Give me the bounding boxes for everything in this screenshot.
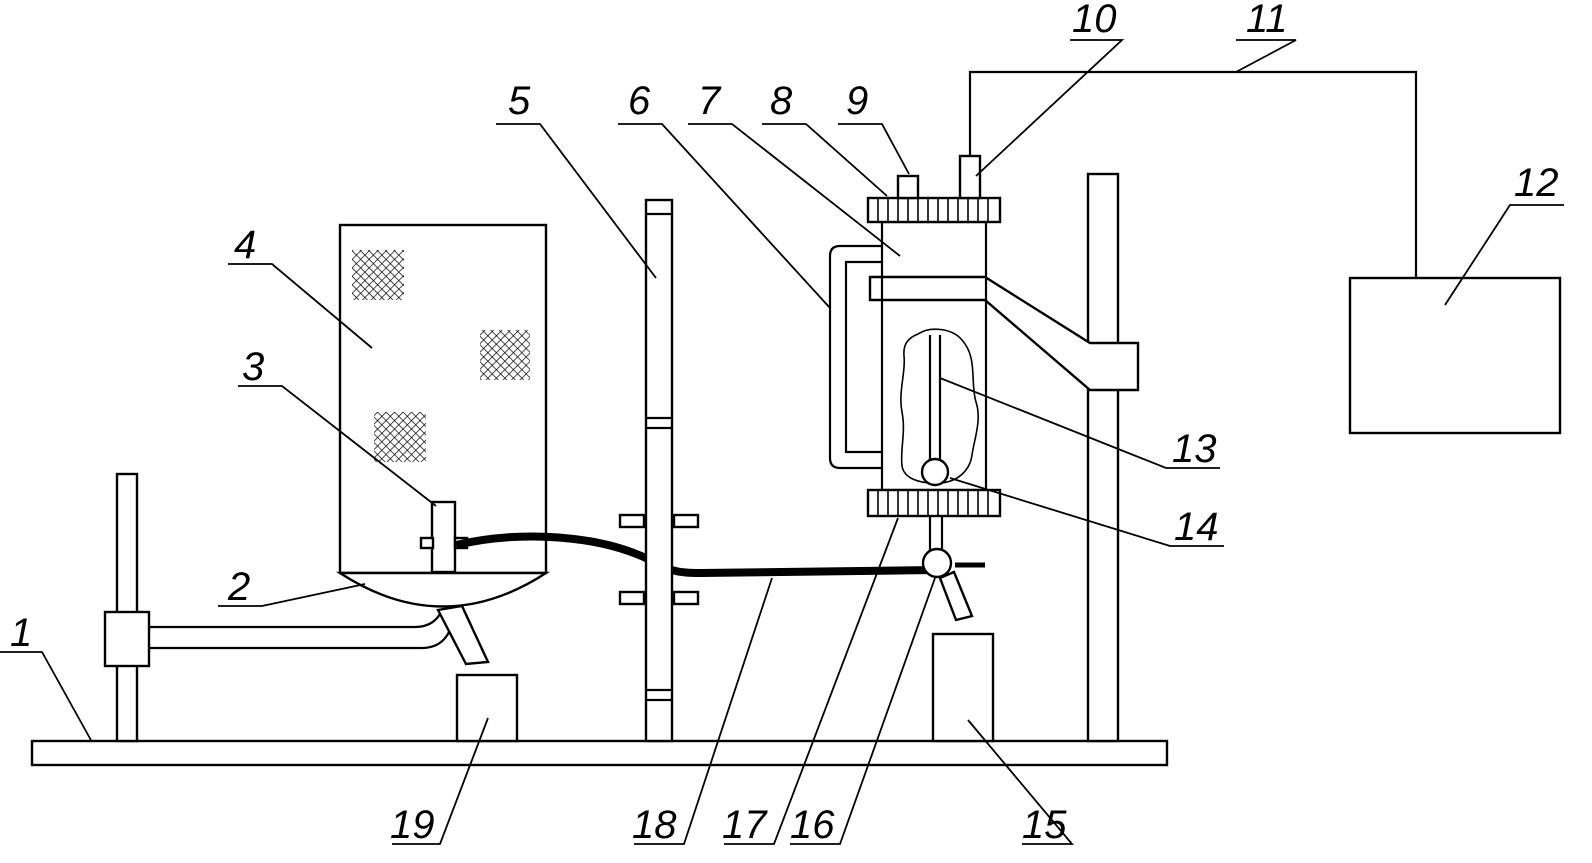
flexible-hose: [455, 532, 936, 578]
valve: [921, 516, 974, 622]
leader-lines: [0, 39, 1564, 845]
label-15: 15: [1022, 803, 1067, 847]
label-1: 1: [10, 611, 32, 655]
label-19: 19: [390, 803, 435, 847]
hopper-tank: [335, 223, 551, 666]
label-13: 13: [1172, 427, 1217, 471]
texture-patch-2: [480, 330, 530, 380]
side-tube: [828, 244, 882, 470]
label-6: 6: [628, 79, 651, 123]
label-16: 16: [790, 803, 835, 847]
recorder-box: [1348, 276, 1562, 435]
texture-patch-3: [374, 412, 426, 462]
label-11: 11: [1246, 0, 1288, 41]
base-plate: [30, 739, 1169, 767]
conical-bottom: [335, 571, 551, 608]
left-stand: [103, 472, 452, 743]
label-5: 5: [508, 79, 531, 123]
part-labels: 1 2 3 4 5 6 7 8 9 10 11 12 13 14 15 16 1…: [10, 0, 1559, 847]
label-10: 10: [1072, 0, 1117, 41]
label-18: 18: [632, 803, 677, 847]
bottom-flange: [866, 488, 1002, 518]
right-collector: [931, 632, 995, 743]
left-collector: [455, 673, 519, 743]
label-12: 12: [1514, 161, 1559, 205]
label-8: 8: [770, 79, 793, 123]
signal-cable: [968, 70, 1418, 278]
label-4: 4: [234, 223, 256, 267]
label-2: 2: [227, 565, 250, 609]
top-fitting: [896, 174, 920, 200]
top-flange: [866, 196, 1002, 224]
float-ball: [920, 457, 950, 487]
vertical-column: [618, 198, 700, 743]
label-14: 14: [1174, 505, 1219, 549]
label-17: 17: [722, 803, 768, 847]
label-3: 3: [242, 345, 264, 389]
label-7: 7: [698, 79, 722, 123]
right-stand: [868, 172, 1140, 743]
sensor-probe: [958, 154, 982, 200]
label-9: 9: [846, 79, 868, 123]
texture-patch-1: [352, 250, 404, 300]
